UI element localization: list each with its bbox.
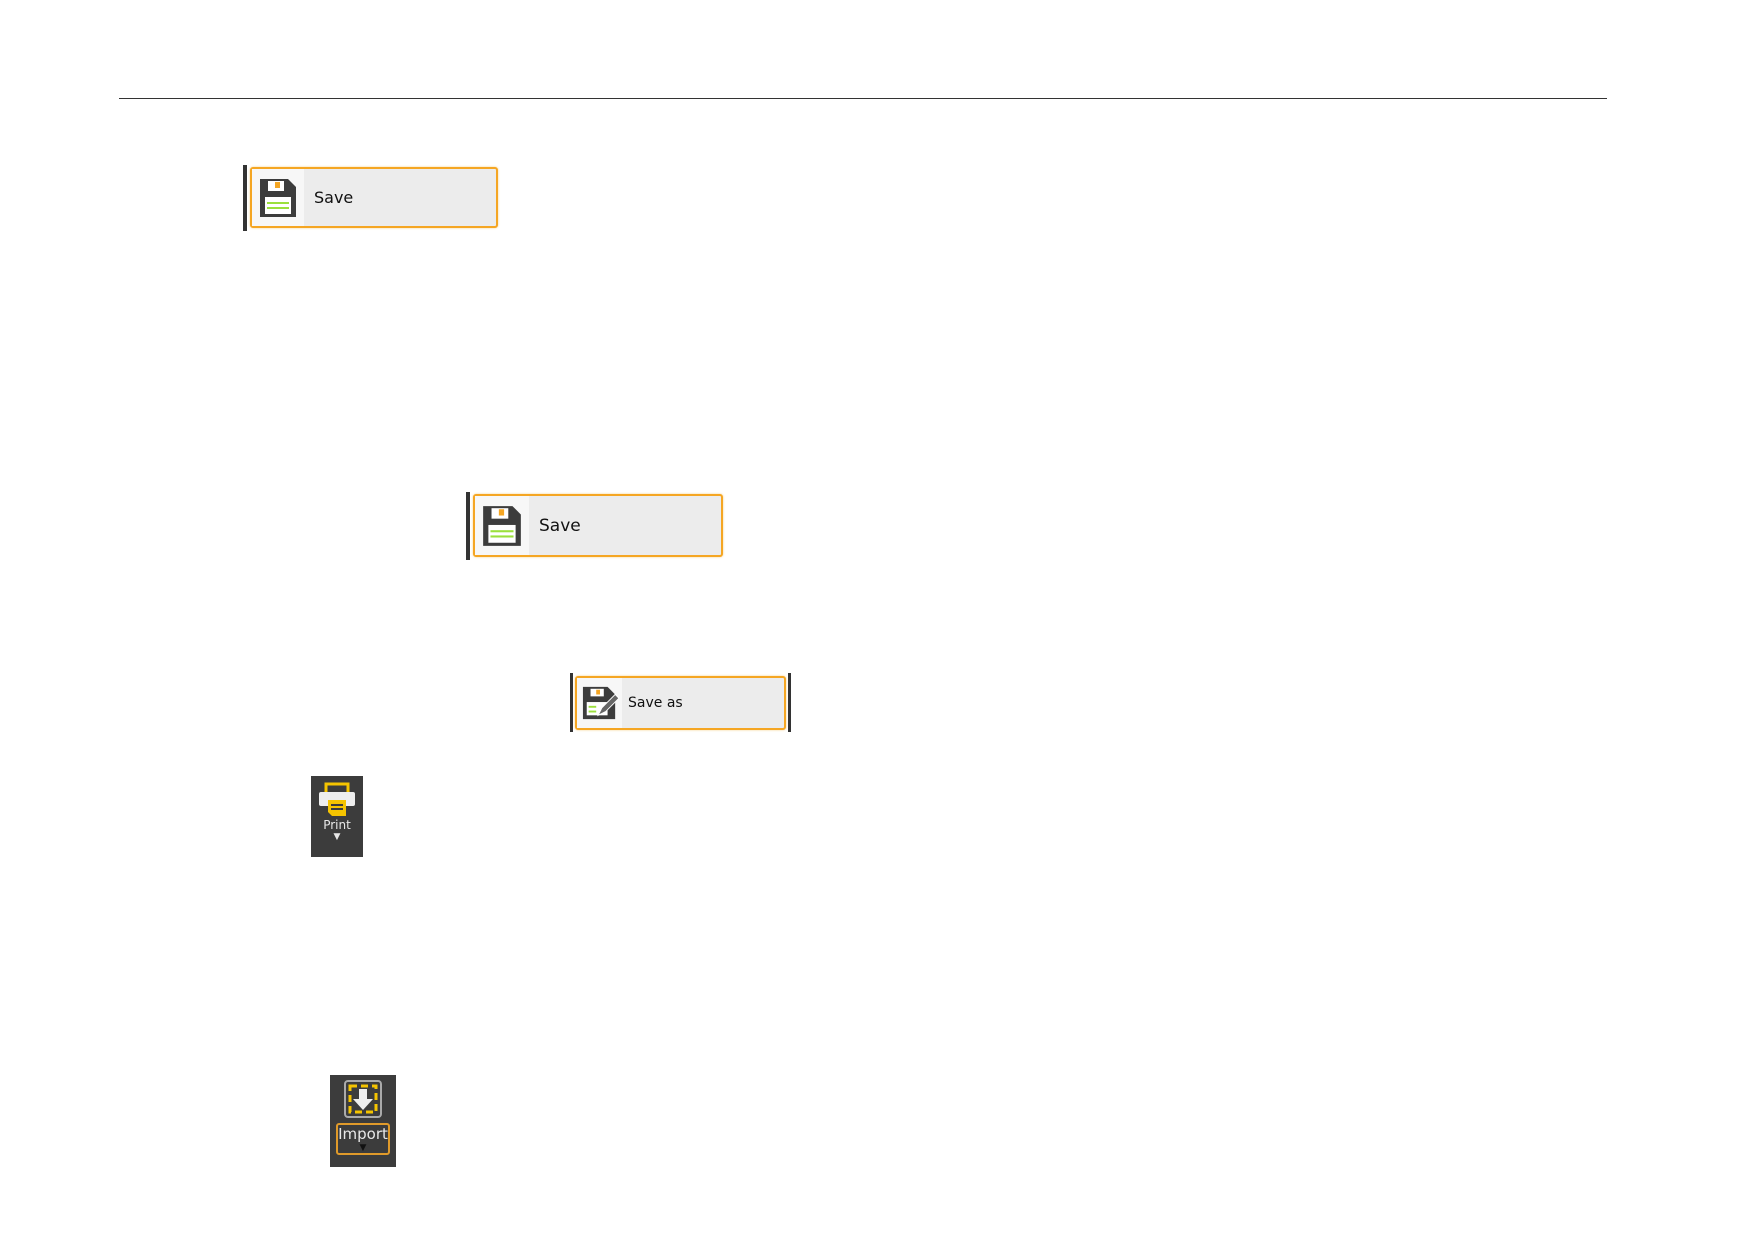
save-as-button[interactable]: Save as: [575, 676, 786, 730]
print-label: Print: [323, 818, 351, 832]
button-edge: [788, 673, 791, 732]
save-as-pencil-icon: [577, 678, 622, 728]
button-edge: [570, 673, 573, 732]
print-button[interactable]: Print ▼: [311, 776, 363, 857]
button-edge: [466, 492, 470, 560]
floppy-disk-icon: [475, 496, 529, 555]
chevron-down-icon: ▼: [333, 832, 341, 842]
save-as-label: Save as: [628, 695, 683, 711]
import-dropdown[interactable]: Import ▼: [336, 1123, 390, 1155]
save-button[interactable]: Save: [473, 494, 723, 557]
header-divider: [119, 98, 1607, 99]
save-label: Save: [314, 188, 354, 207]
import-button[interactable]: Import ▼: [330, 1075, 396, 1167]
import-arrow-icon: [344, 1080, 382, 1118]
save-button[interactable]: Save: [250, 167, 498, 228]
chevron-down-icon: ▼: [359, 1143, 367, 1153]
floppy-disk-icon: [252, 169, 304, 226]
import-label: Import: [338, 1125, 388, 1143]
printer-icon: [319, 782, 355, 816]
button-edge: [243, 165, 247, 231]
save-label: Save: [539, 515, 581, 536]
